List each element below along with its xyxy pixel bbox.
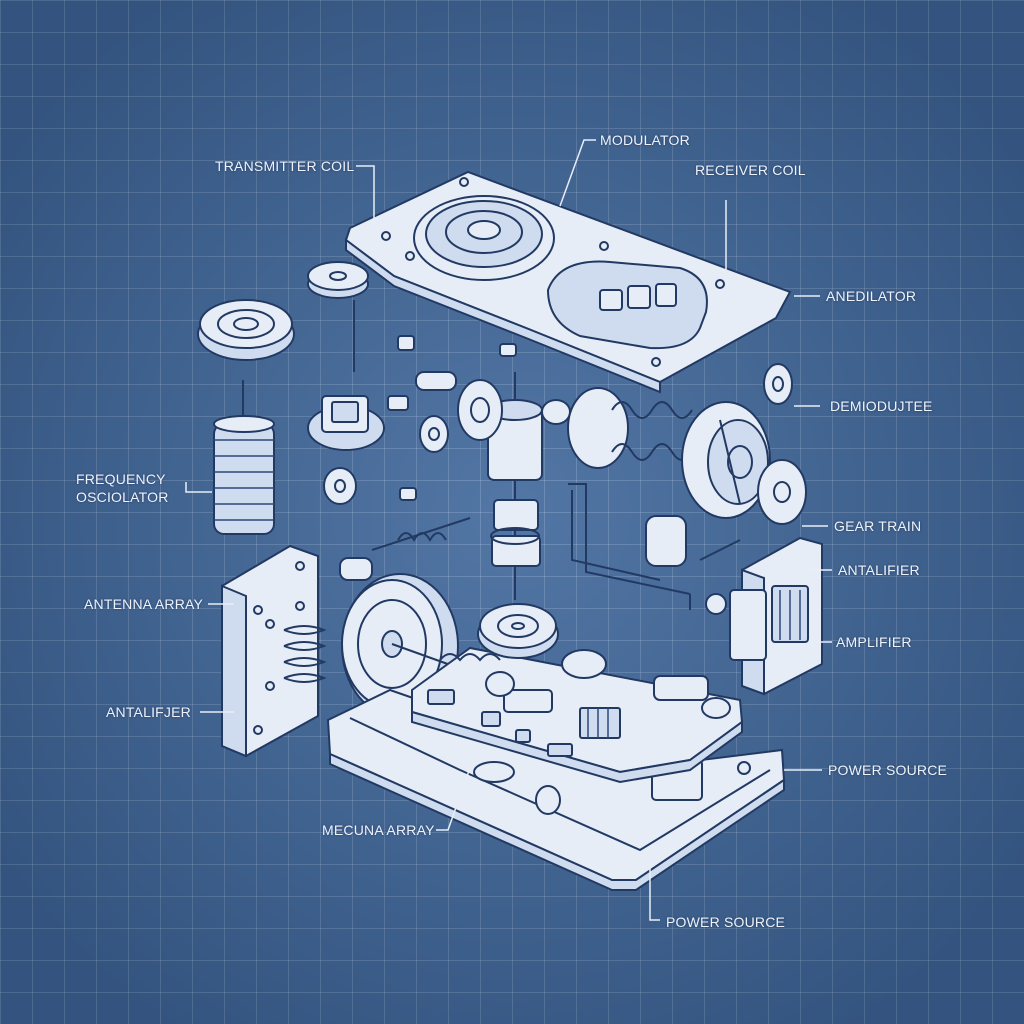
transmitter-coil-disc <box>307 261 369 372</box>
label-frequency-oscillator: FREQUENCY OSCIOLATOR <box>76 470 169 506</box>
label-receiver-coil: RECEIVER COIL <box>695 162 806 178</box>
circuit-board <box>411 646 744 784</box>
center-gears <box>419 379 571 453</box>
frequency-oscillator-coil <box>213 380 275 535</box>
left-gear <box>197 299 295 361</box>
label-power-source-right: POWER SOURCE <box>828 762 948 778</box>
label-antenna-array: ANTENNA ARRAY <box>84 596 204 612</box>
spring-assembly <box>567 387 771 519</box>
label-mecuna-array: MECUNA ARRAY <box>322 822 435 838</box>
label-power-source-bottom: POWER SOURCE <box>666 914 786 930</box>
antenna-array-panel <box>221 544 327 758</box>
label-transmitter-coil: TRANSMITTER COIL <box>215 158 355 174</box>
modulator-gear <box>413 195 555 281</box>
label-anedilator: ANEDILATOR <box>826 288 917 304</box>
leader-lines <box>185 139 832 921</box>
label-frequency-line1: FREQUENCY <box>76 471 166 487</box>
label-antalifjer: ANTALIFJER <box>106 704 191 720</box>
circuit-bracket <box>568 483 741 610</box>
label-modulator: MODULATOR <box>600 132 690 148</box>
label-demiodujtee: DEMIODUJTEE <box>830 398 933 414</box>
small-parts <box>339 335 517 581</box>
demodulator-gear <box>763 363 793 405</box>
receiver-window <box>546 260 708 350</box>
amplifier-module <box>705 536 823 696</box>
board-gear <box>477 603 607 679</box>
label-gear-train: GEAR TRAIN <box>834 518 922 534</box>
gear-train-right <box>757 459 807 525</box>
label-amplifier: AMPLIFIER <box>836 634 912 650</box>
label-antalifier: ANTALIFIER <box>838 562 920 578</box>
label-frequency-line2: OSCIOLATOR <box>76 489 169 505</box>
small-gear-housing <box>307 395 385 505</box>
